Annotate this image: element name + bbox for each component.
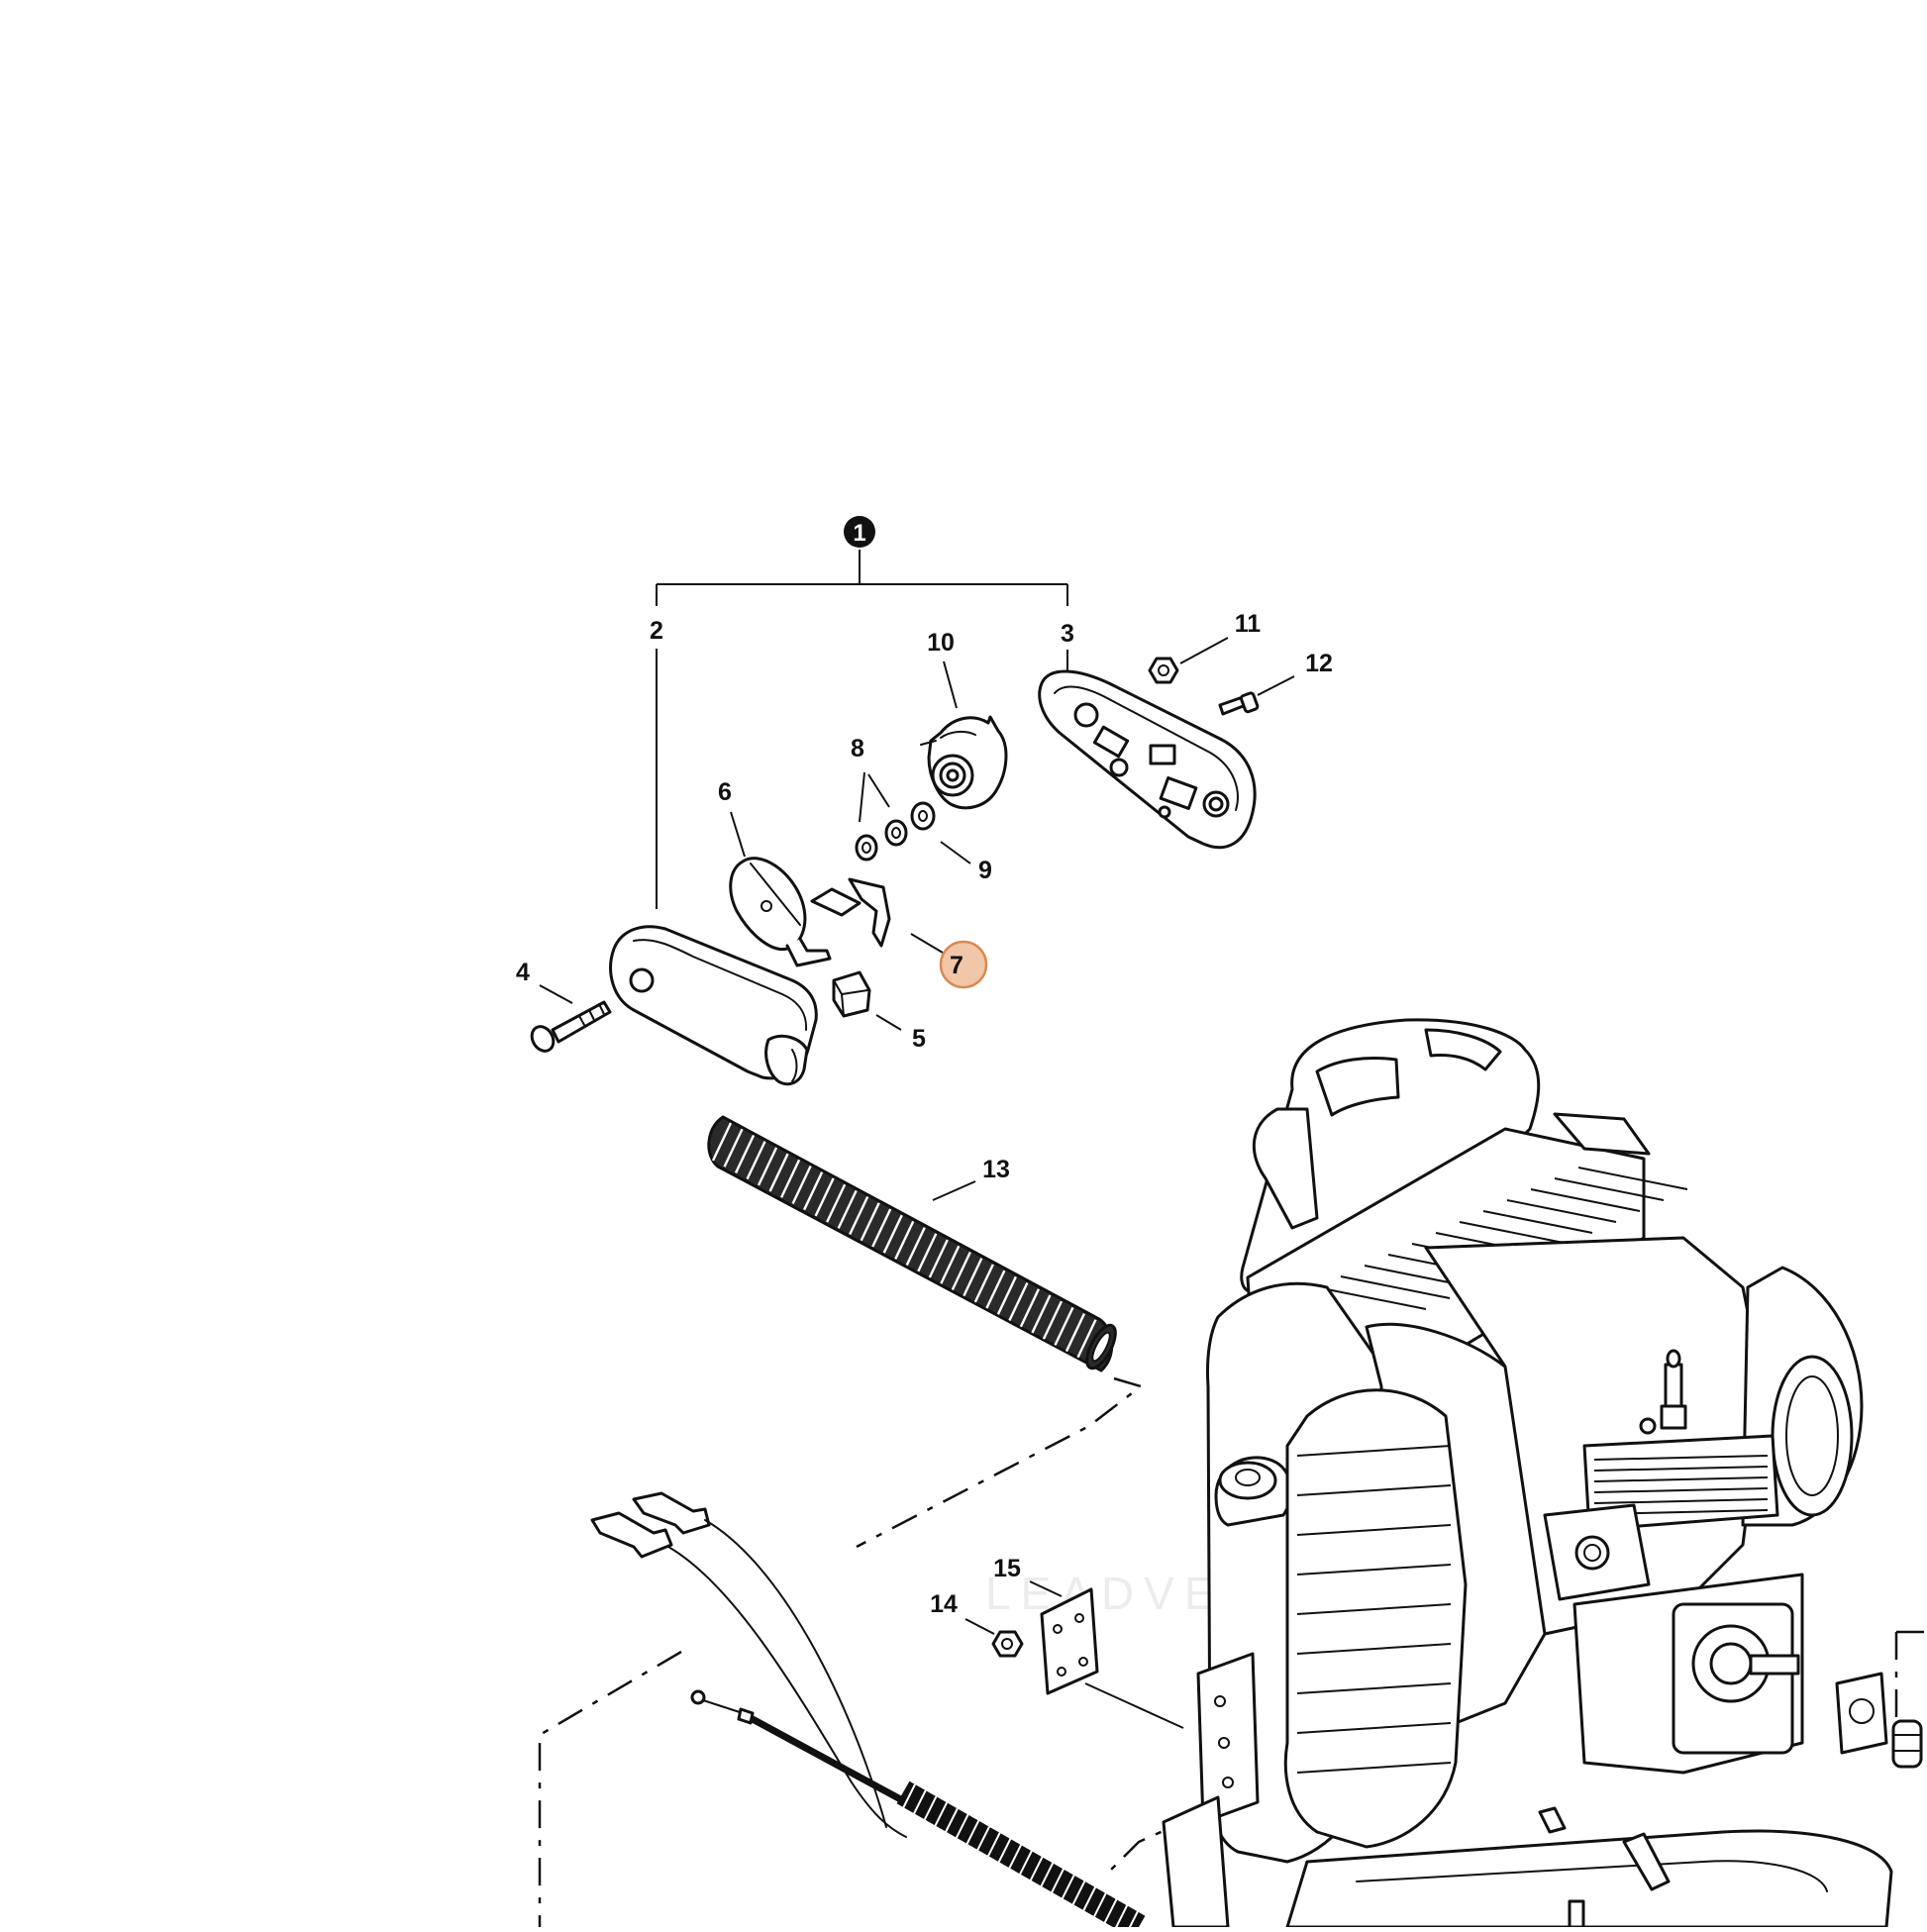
part-6-lever	[729, 857, 832, 967]
callout-13[interactable]: 13	[982, 1156, 1010, 1183]
part-5-block	[832, 970, 871, 1018]
callout-7-highlighted[interactable]: 7	[939, 940, 988, 989]
callout-6[interactable]: 6	[718, 778, 732, 806]
part-2-handle-left-half	[609, 925, 818, 1086]
callout-15[interactable]: 15	[993, 1555, 1021, 1582]
callout-9[interactable]: 9	[978, 857, 992, 884]
callout-5[interactable]: 5	[912, 1025, 926, 1053]
callout-assembly-label: 1	[853, 520, 865, 547]
part-7-contact-spring	[810, 877, 891, 948]
part-3-handle-right-half	[1038, 669, 1257, 850]
leader-9	[940, 841, 971, 864]
leader-15	[1029, 1580, 1063, 1597]
callout-2[interactable]: 2	[650, 617, 663, 645]
leader-4	[539, 984, 573, 1004]
leader-6	[730, 811, 746, 858]
leader-8b	[867, 773, 890, 808]
callout-assembly-1[interactable]: 1	[844, 516, 875, 548]
callout-10[interactable]: 10	[927, 629, 955, 657]
part-11-nut	[1148, 657, 1179, 684]
part-9-washer	[910, 801, 936, 831]
callout-8[interactable]: 8	[851, 735, 864, 763]
assembly-bracket	[656, 550, 1068, 606]
blower-engine-unit	[1162, 1018, 1923, 1929]
callout-12[interactable]: 12	[1305, 650, 1333, 677]
callout-4[interactable]: 4	[516, 959, 530, 986]
part-4-bolt	[530, 1000, 612, 1053]
callout-11[interactable]: 11	[1235, 610, 1262, 638]
part-13-corrugated-tube	[707, 1115, 1117, 1373]
part-8-washers	[855, 819, 908, 862]
leader-13	[932, 1180, 976, 1201]
leader-8a	[859, 771, 865, 823]
part-14-nut	[991, 1630, 1024, 1658]
leader-11	[1179, 637, 1229, 664]
leader-12	[1257, 675, 1295, 696]
callout-7: 7	[950, 952, 964, 979]
callout-14[interactable]: 14	[930, 1590, 958, 1618]
leader-5	[875, 1014, 902, 1031]
throttle-cable	[690, 1689, 1146, 1932]
part-10-switch-housing	[920, 715, 1008, 810]
callout-3[interactable]: 3	[1061, 620, 1074, 648]
part-15-plate	[1040, 1587, 1184, 1729]
leader-14	[964, 1618, 995, 1635]
part-12-screw	[1218, 691, 1260, 716]
leader-7	[910, 933, 944, 954]
wire-harness	[590, 1491, 907, 1838]
leader-10	[943, 661, 958, 709]
